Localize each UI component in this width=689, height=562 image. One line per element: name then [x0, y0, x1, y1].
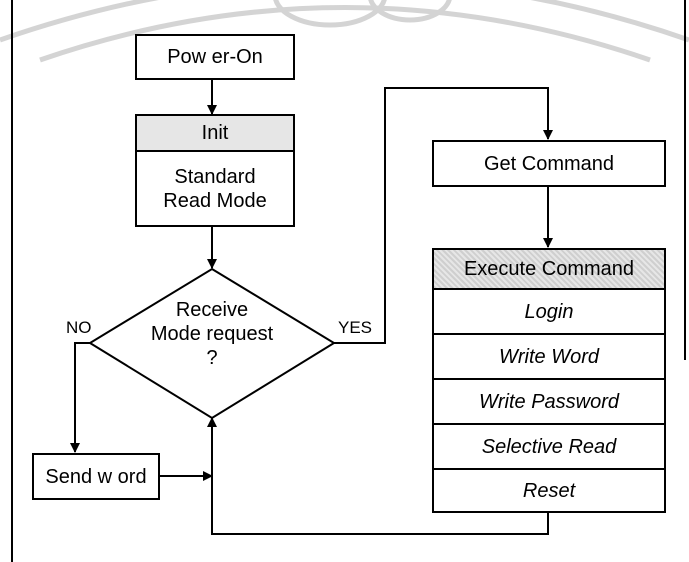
yes-label: YES	[338, 318, 373, 337]
arrow-no-sendword	[70, 342, 90, 453]
execute-command-box: Execute Command Login Write Word Write P…	[432, 248, 666, 513]
power-on-label: Pow er-On	[167, 46, 263, 68]
send-word-box: Send w ord	[32, 453, 160, 500]
power-on-box: Pow er-On	[135, 34, 295, 80]
execute-item-login: Login	[434, 290, 664, 335]
decision-diamond	[88, 267, 336, 420]
execute-item-label: Write Word	[499, 345, 599, 368]
arrow-execute-loop	[207, 417, 549, 535]
get-command-label: Get Command	[483, 152, 615, 175]
execute-item-reset: Reset	[434, 470, 664, 511]
execute-item-label: Reset	[522, 479, 576, 502]
decision-label: Receive Mode request ?	[150, 299, 274, 369]
execute-item-label: Login	[524, 300, 574, 323]
init-body: Standard Read Mode	[137, 152, 293, 225]
execute-header-label: Execute Command	[463, 258, 635, 280]
init-body-label: Standard Read Mode	[163, 165, 267, 212]
execute-header: Execute Command	[434, 250, 664, 290]
decision-label-wrap: Receive Mode request ?	[150, 298, 274, 370]
no-label: NO	[66, 318, 92, 337]
send-word-label: Send w ord	[45, 465, 147, 488]
execute-item-label: Write Password	[478, 390, 620, 413]
execute-item-label: Selective Read	[481, 435, 617, 458]
init-header-label: Init	[201, 122, 229, 144]
init-header: Init	[137, 116, 293, 152]
init-box: Init Standard Read Mode	[135, 114, 295, 227]
execute-item-write-word: Write Word	[434, 335, 664, 380]
get-command-box: Get Command	[432, 140, 666, 187]
execute-item-selective-read: Selective Read	[434, 425, 664, 470]
arrow-yes-getcommand	[334, 87, 553, 344]
execute-item-write-password: Write Password	[434, 380, 664, 425]
